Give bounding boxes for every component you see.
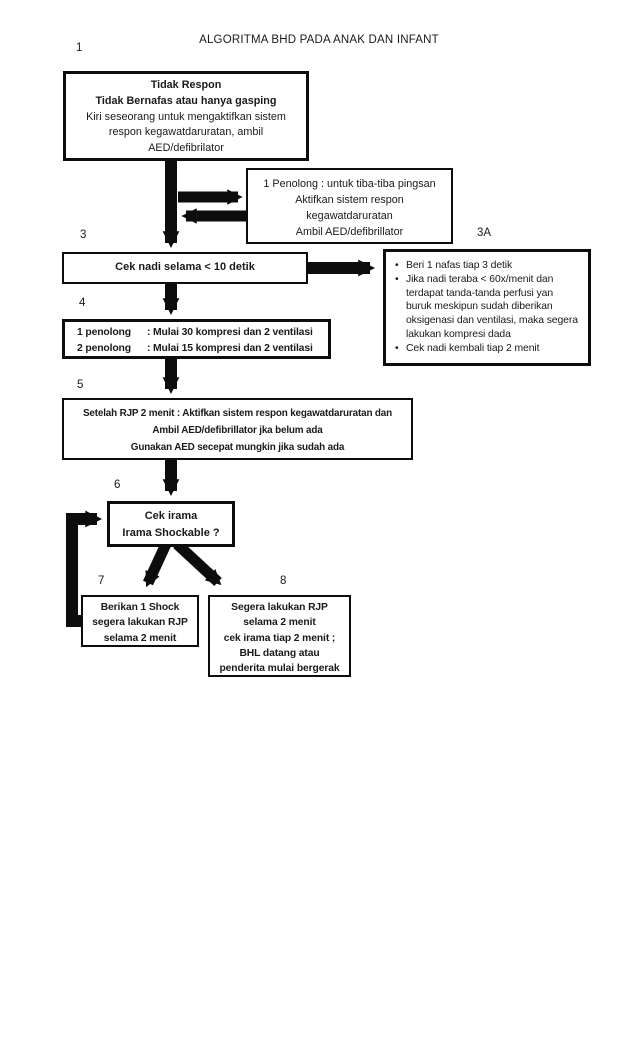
box1-line: AED/defibrilator <box>148 142 224 155</box>
box3a-line: buruk meskipun sudah diberikan <box>406 301 553 313</box>
flow-box-3a-instructions: • Beri 1 nafas tiap 3 detik • Jika nadi … <box>383 249 591 366</box>
box2-line: Aktifkan sistem respon <box>295 194 404 206</box>
box3-line: Cek nadi selama < 10 detik <box>115 261 255 273</box>
bullet-item: • Jika nadi teraba < 60x/menit dan terda… <box>395 273 584 342</box>
box2-line: 1 Penolong : untuk tiba-tiba pingsan <box>263 178 436 190</box>
box1-line: Tidak Bernafas atau hanya gasping <box>95 94 277 107</box>
box2-line: kegawatdaruratan <box>306 210 393 222</box>
box2-line: Ambil AED/defibrillator <box>295 226 404 238</box>
box1-line: Kiri seseorang untuk mengaktifkan sistem <box>86 110 286 123</box>
arrow-box6-to-box8 <box>173 539 222 587</box>
flow-box-tidak-respon: Tidak Respon Tidak Bernafas atau hanya g… <box>63 71 309 161</box>
box8-line: cek irama tiap 2 menit ; <box>223 632 336 644</box>
box8-line: penderita mulai bergerak <box>219 663 340 675</box>
box3a-line: Jika nadi teraba < 60x/menit dan <box>406 273 554 285</box>
box8-line: selama 2 menit <box>243 617 316 629</box>
step-label-3a: 3A <box>477 227 492 239</box>
step-label-3: 3 <box>80 229 87 241</box>
page-title: ALGORITMA BHD PADA ANAK DAN INFANT <box>199 34 439 46</box>
bullet-item: • Cek nadi kembali tiap 2 menit <box>395 342 584 356</box>
box6-line: Irama Shockable ? <box>122 527 220 539</box>
step-label-1: 1 <box>76 42 83 54</box>
box4-row-label: 2 penolong <box>77 343 131 354</box>
box5-line: Setelah RJP 2 menit : Aktifkan sistem re… <box>82 408 393 419</box>
step-label-6: 6 <box>114 479 121 491</box>
box4-row-text: : Mulai 15 kompresi dan 2 ventilasi <box>147 343 313 354</box>
step-label-5: 5 <box>77 379 84 391</box>
bullet-icon: • <box>395 342 399 354</box>
arrow-box6-to-box7 <box>143 541 171 588</box>
box3a-line: Beri 1 nafas tiap 3 detik <box>406 260 513 271</box>
box4-row-label: 1 penolong <box>77 327 131 338</box>
bullet-item: • Beri 1 nafas tiap 3 detik <box>395 259 584 273</box>
flow-box-cek-irama: Cek irama Irama Shockable ? <box>107 501 235 547</box>
flow-box-segera-rjp: Segera lakukan RJP selama 2 menit cek ir… <box>208 595 351 677</box>
bullet-icon: • <box>395 273 399 285</box>
box5-line: Ambil AED/defibrillator jka belum ada <box>152 425 323 436</box>
box1-line: Tidak Respon <box>150 79 222 91</box>
flow-box-setelah-rjp: Setelah RJP 2 menit : Aktifkan sistem re… <box>62 398 413 460</box>
flow-box-kompresi-ventilasi: 1 penolong : Mulai 30 kompresi dan 2 ven… <box>62 319 331 359</box>
box8-line: Segera lakukan RJP <box>231 602 328 613</box>
box1-line: respon kegawatdaruratan, ambil <box>108 126 264 139</box>
flow-box-cek-nadi: Cek nadi selama < 10 detik <box>62 252 308 284</box>
box4-row-text: : Mulai 30 kompresi dan 2 ventilasi <box>147 327 313 338</box>
box4-row: 2 penolong : Mulai 15 kompresi dan 2 ven… <box>77 341 328 357</box>
box3a-line: Cek nadi kembali tiap 2 menit <box>406 342 540 354</box>
box8-line: BHL datang atau <box>239 647 320 659</box>
step-label-4: 4 <box>79 297 86 309</box>
step-label-8: 8 <box>280 575 287 587</box>
box4-row: 1 penolong : Mulai 30 kompresi dan 2 ven… <box>77 325 328 341</box>
flow-box-satu-penolong: 1 Penolong : untuk tiba-tiba pingsan Akt… <box>246 168 453 244</box>
step-label-7: 7 <box>98 575 105 587</box>
box7-line: Berikan 1 Shock <box>100 602 180 613</box>
flow-box-berikan-shock: Berikan 1 Shock segera lakukan RJP selam… <box>81 595 199 647</box>
box5-line: Gunakan AED secepat mungkin jika sudah a… <box>130 442 345 453</box>
box3a-line: oksigenasi dan ventilasi, maka segera <box>406 315 578 327</box>
box3a-line: lakukan kompresi dada <box>406 328 511 340</box>
box7-line: segera lakukan RJP <box>92 617 188 629</box>
box6-line: Cek irama <box>144 510 198 522</box>
box3a-line: terdapat tanda-tanda perfusi yan <box>406 287 553 299</box>
box7-line: selama 2 menit <box>103 632 177 644</box>
bullet-icon: • <box>395 260 399 271</box>
